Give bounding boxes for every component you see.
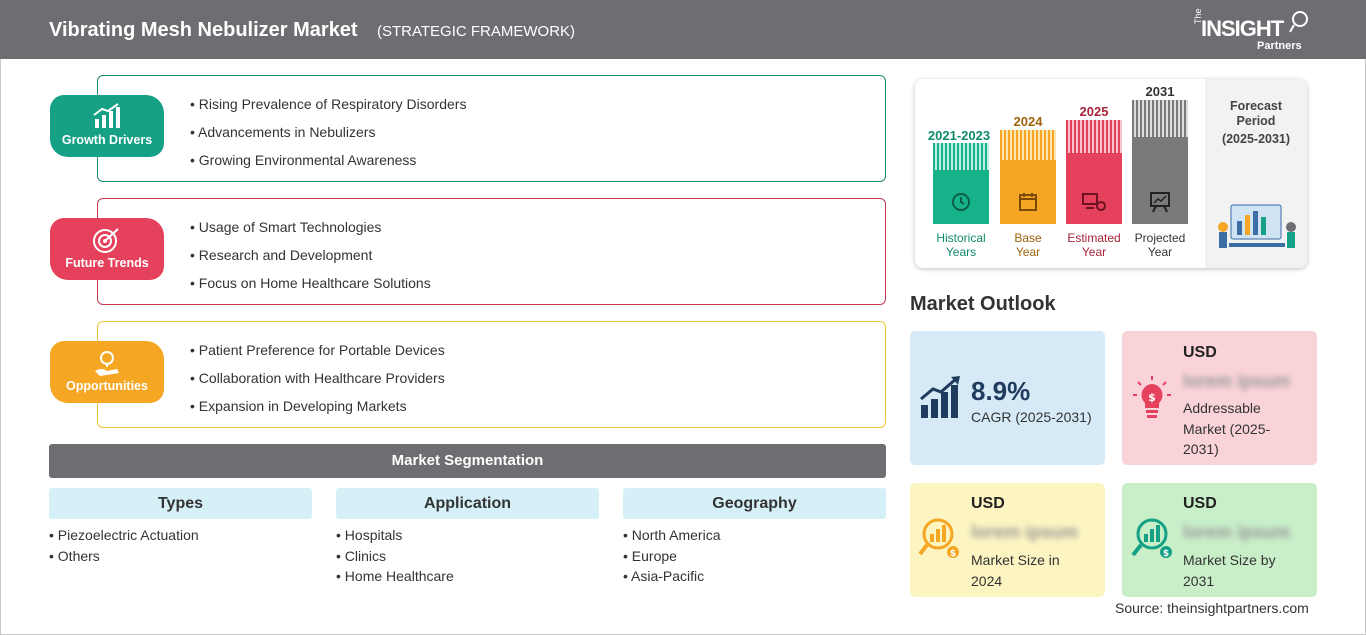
- bar-estimated: [1066, 120, 1122, 224]
- segment-types-header: Types: [49, 488, 312, 519]
- bar-year-projected: 2031: [1145, 84, 1175, 99]
- dollar-bulb-icon: $: [1133, 376, 1171, 418]
- addressable-label: Addressable Market (2025-2031): [1183, 400, 1271, 457]
- growth-chart-icon: [93, 103, 120, 128]
- magnifier-growth-icon: $: [1131, 518, 1172, 559]
- future-trend-item-3: • Focus on Home Healthcare Solutions: [190, 275, 431, 291]
- future-trends-box: • Usage of Smart Technologies • Research…: [97, 198, 886, 305]
- svg-text:$: $: [950, 549, 956, 559]
- addressable-value-blurred: lorem ipsum: [1183, 371, 1291, 391]
- growth-driver-item-2: • Advancements in Nebulizers: [190, 124, 376, 140]
- logo-magnifier-icon: [1289, 11, 1308, 33]
- opportunity-item-2: • Collaboration with Healthcare Provider…: [190, 370, 445, 386]
- opportunities-box: • Patient Preference for Portable Device…: [97, 321, 886, 428]
- segment-item: • Europe: [623, 547, 677, 564]
- segment-item: • Others: [49, 547, 100, 564]
- bar-base: [1000, 130, 1056, 224]
- source-note[interactable]: Source: theinsightpartners.com: [1115, 600, 1309, 616]
- cagr-card: 8.9% CAGR (2025-2031): [910, 331, 1105, 465]
- timeline-card: Forecast Period (2025-2031) 2021-2023 Hi…: [915, 79, 1307, 268]
- segment-geography: Geography • North America • Europe • Asi…: [623, 488, 886, 588]
- future-trends-label: Future Trends: [65, 256, 149, 270]
- bar-year-base: 2024: [1013, 114, 1043, 129]
- market-outlook-title: Market Outlook: [910, 293, 1056, 315]
- opportunity-item-3: • Expansion in Developing Markets: [190, 398, 407, 414]
- bar-year-historical: 2021-2023: [927, 128, 991, 143]
- opportunity-item-1: • Patient Preference for Portable Device…: [190, 342, 445, 358]
- size2031-label: Market Size by 2031: [1183, 552, 1276, 589]
- future-trend-item-1: • Usage of Smart Technologies: [190, 219, 382, 235]
- growth-drivers-tag: Growth Drivers: [50, 95, 164, 157]
- bar-year-estimated: 2025: [1079, 104, 1109, 119]
- bar-projected: [1132, 100, 1188, 224]
- cagr-label: CAGR (2025-2031): [971, 409, 1092, 425]
- segment-item: • Asia-Pacific: [623, 568, 705, 584]
- forecast-illustration-icon: [1218, 204, 1296, 248]
- svg-text:$: $: [1163, 549, 1169, 559]
- future-trends-tag: Future Trends: [50, 218, 164, 280]
- projection-board-icon: [1150, 192, 1170, 213]
- segment-item: • Clinics: [336, 547, 387, 564]
- page-subtitle: (STRATEGIC FRAMEWORK): [377, 23, 576, 40]
- addressable-currency: USD: [1183, 344, 1217, 361]
- size2024-value-blurred: lorem ipsum: [971, 522, 1079, 542]
- segment-item: • Hospitals: [336, 527, 403, 543]
- forecast-line2: Period: [1236, 114, 1276, 128]
- page-title: Vibrating Mesh Nebulizer Market: [49, 19, 358, 41]
- segment-types: Types • Piezoelectric Actuation • Others: [49, 488, 312, 567]
- history-clock-icon: [952, 193, 970, 211]
- market-size-2031-card: $ USD lorem ipsum Market Size by 2031: [1122, 483, 1317, 597]
- opportunities-tag: Opportunities: [50, 341, 164, 403]
- svg-text:$: $: [1148, 391, 1156, 404]
- growth-driver-item-3: • Growing Environmental Awareness: [190, 152, 417, 168]
- logo-partners: Partners: [1257, 40, 1302, 52]
- insight-partners-logo[interactable]: The INSIGHT Partners: [1193, 8, 1313, 54]
- growth-driver-item-1: • Rising Prevalence of Respiratory Disor…: [190, 96, 467, 112]
- segmentation-header: Market Segmentation: [49, 444, 886, 478]
- growth-drivers-box: • Rising Prevalence of Respiratory Disor…: [97, 75, 886, 182]
- lightbulb-hand-icon: [95, 351, 119, 376]
- segment-application-header: Application: [336, 488, 599, 519]
- cagr-value: 8.9%: [971, 376, 1031, 406]
- segment-application: Application • Hospitals • Clinics • Home…: [336, 488, 599, 588]
- size2031-value-blurred: lorem ipsum: [1183, 522, 1291, 542]
- estimate-gear-chart-icon: [1082, 193, 1106, 211]
- forecast-line1: Forecast: [1229, 99, 1283, 113]
- size2024-currency: USD: [971, 495, 1005, 512]
- growth-drivers-label: Growth Drivers: [61, 133, 153, 147]
- magnifier-chart-icon: $: [918, 518, 959, 559]
- opportunities-label: Opportunities: [66, 379, 148, 393]
- segment-item: • North America: [623, 527, 721, 543]
- calendar-icon: [1019, 193, 1037, 211]
- page-header: Vibrating Mesh Nebulizer Market (STRATEG…: [0, 0, 1366, 59]
- forecast-line3: (2025-2031): [1221, 132, 1291, 146]
- growth-bars-icon: [920, 376, 960, 418]
- size2031-currency: USD: [1183, 495, 1217, 512]
- target-icon: [93, 228, 119, 253]
- logo-insight: INSIGHT: [1201, 16, 1284, 41]
- bar-historical: [933, 143, 989, 224]
- market-size-2024-card: $ USD lorem ipsum Market Size in 2024: [910, 483, 1105, 597]
- segment-item: • Piezoelectric Actuation: [49, 527, 199, 543]
- segment-geography-header: Geography: [623, 488, 886, 519]
- forecast-period-panel: Forecast Period (2025-2031): [1205, 79, 1307, 268]
- size2024-label: Market Size in 2024: [971, 552, 1060, 589]
- addressable-market-card: $ USD lorem ipsum Addressable Market (20…: [1122, 331, 1317, 465]
- future-trend-item-2: • Research and Development: [190, 247, 373, 263]
- segment-item: • Home Healthcare: [336, 568, 454, 584]
